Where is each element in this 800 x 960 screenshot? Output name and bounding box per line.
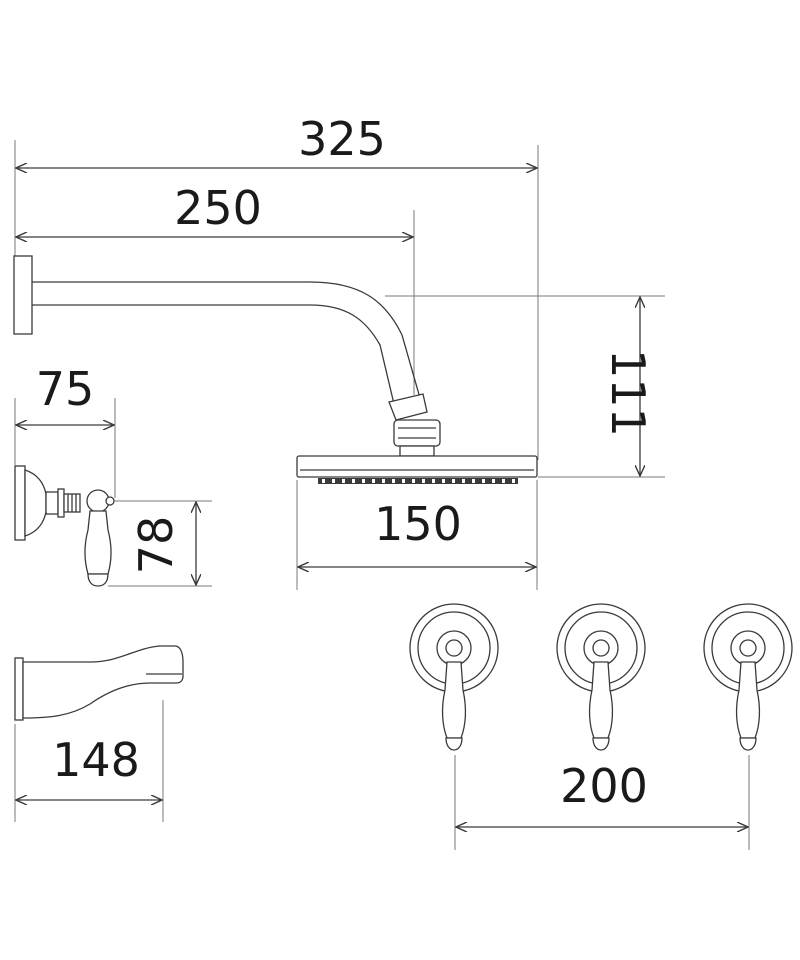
dimension-handle-projection: 75 bbox=[14, 362, 116, 498]
dimension-valve-spacing: 200 bbox=[454, 755, 750, 850]
dimension-spout-projection: 148 bbox=[14, 700, 164, 822]
dimension-arm-reach: 250 bbox=[16, 181, 415, 395]
valve-body bbox=[45, 491, 59, 515]
front-valve-center bbox=[556, 603, 646, 751]
dimension-overall-width: 325 bbox=[14, 112, 539, 460]
valve-escutcheon bbox=[24, 469, 47, 537]
tub-spout bbox=[14, 645, 184, 721]
valve-flange bbox=[14, 465, 26, 541]
label-head-width: 150 bbox=[374, 497, 462, 551]
label-spout-projection: 148 bbox=[52, 733, 140, 787]
dimension-arm-drop: 111 bbox=[385, 295, 665, 478]
front-valve-left bbox=[409, 603, 499, 751]
spout-body bbox=[22, 645, 184, 719]
head-connector bbox=[393, 419, 441, 447]
connector-collar bbox=[399, 445, 435, 457]
label-overall-width: 325 bbox=[298, 112, 386, 166]
spout-flange bbox=[14, 657, 24, 721]
dimension-head-width: 150 bbox=[296, 480, 538, 590]
label-handle-projection: 75 bbox=[36, 362, 95, 416]
shower-arm-assembly bbox=[13, 255, 538, 484]
wall-flange bbox=[13, 255, 33, 335]
ball-joint bbox=[388, 393, 428, 421]
label-handle-height: 78 bbox=[129, 516, 183, 575]
shower-head bbox=[296, 455, 538, 478]
side-valve-handle bbox=[14, 465, 115, 587]
label-arm-reach: 250 bbox=[174, 181, 262, 235]
label-valve-spacing: 200 bbox=[560, 759, 648, 813]
handle-lever bbox=[84, 510, 112, 575]
spray-nozzles bbox=[318, 478, 518, 484]
front-valve-right bbox=[703, 603, 793, 751]
shower-arm bbox=[32, 281, 421, 399]
dimension-handle-height: 78 bbox=[108, 500, 212, 587]
label-arm-drop: 111 bbox=[601, 349, 655, 437]
